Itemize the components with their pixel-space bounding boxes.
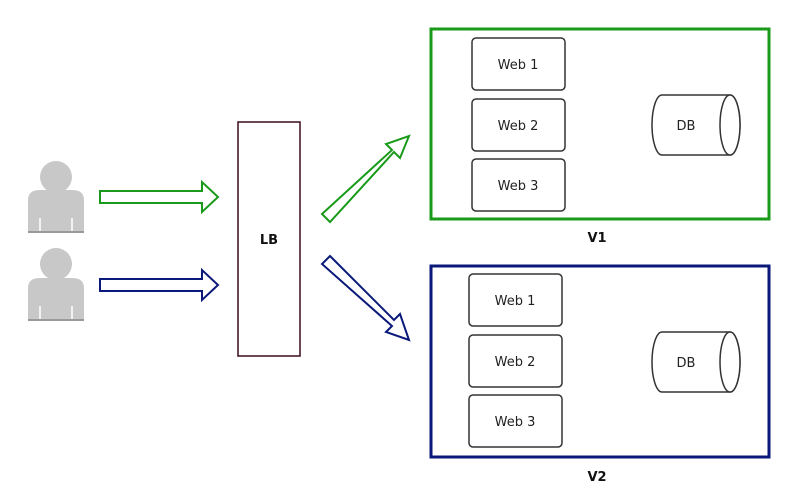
database-cylinder <box>651 331 741 393</box>
environment-v1-label: V1 <box>587 231 606 246</box>
server-box <box>468 273 563 327</box>
database-label: DB <box>677 119 696 134</box>
arrow-to-v1 <box>320 134 411 224</box>
load-balancer-label: LB <box>260 233 278 248</box>
server-label: Web 1 <box>498 58 539 73</box>
server-box <box>468 334 563 388</box>
server-box <box>471 98 566 152</box>
server-label: Web 3 <box>498 179 539 194</box>
arrow-to-v2 <box>320 254 411 342</box>
server-label: Web 1 <box>495 294 536 309</box>
environment-v2-label: V2 <box>587 470 606 485</box>
arrow-to-lb-v2 <box>99 267 220 303</box>
server-box <box>471 158 566 212</box>
server-label: Web 3 <box>495 415 536 430</box>
user-icon <box>28 248 84 321</box>
server-label: Web 2 <box>498 119 539 134</box>
server-box <box>468 394 563 448</box>
load-balancer-box <box>237 121 301 357</box>
server-box <box>471 37 566 91</box>
server-label: Web 2 <box>495 355 536 370</box>
arrow-to-lb-v1 <box>99 179 220 215</box>
database-cylinder <box>651 94 741 156</box>
user-icon <box>28 161 84 233</box>
database-label: DB <box>677 356 696 371</box>
